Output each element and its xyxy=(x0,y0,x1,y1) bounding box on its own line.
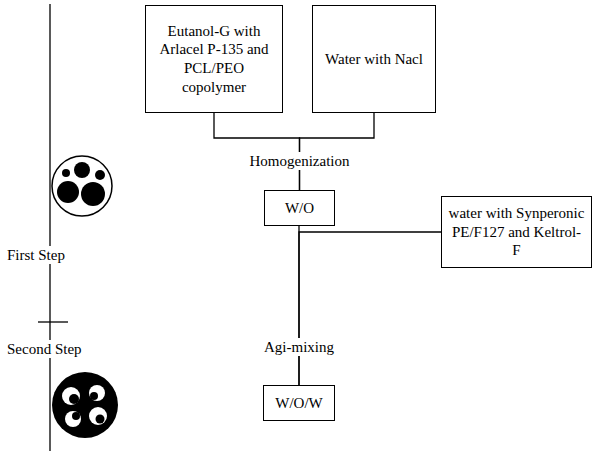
box-text: Water with Nacl xyxy=(325,50,423,69)
process-box: Water with Nacl xyxy=(312,5,436,113)
wow-droplet xyxy=(52,372,118,438)
edge-label: Agi-mixing xyxy=(261,338,337,356)
box-text: W/O/W xyxy=(275,394,322,413)
step-divider xyxy=(38,321,68,322)
edge-label: Homogenization xyxy=(247,152,353,170)
step-label: Second Step xyxy=(4,340,85,358)
process-box: W/O xyxy=(264,190,335,226)
box-text: W/O xyxy=(285,199,314,218)
step-axis xyxy=(49,4,50,451)
box-text: water with Synperonic PE/F127 and Keltro… xyxy=(448,204,585,260)
wo-droplet xyxy=(52,156,112,216)
process-box: Eutanol-G with Arlacel P-135 and PCL/PEO… xyxy=(145,5,283,113)
connector-line xyxy=(299,232,441,385)
box-text: Eutanol-G with Arlacel P-135 and PCL/PEO… xyxy=(152,22,276,97)
step-label: First Step xyxy=(4,246,68,264)
process-box: water with Synperonic PE/F127 and Keltro… xyxy=(441,196,592,268)
process-box: W/O/W xyxy=(263,385,335,421)
